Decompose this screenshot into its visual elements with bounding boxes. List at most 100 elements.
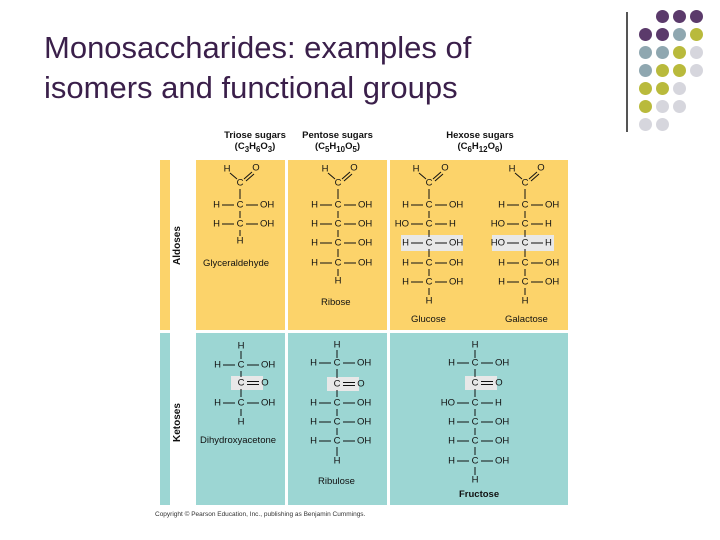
- decorative-dot: [639, 64, 652, 77]
- glyceraldehyde-ch-bond: [229, 172, 238, 180]
- dihydroxyacetone-c3-left-group: H: [214, 398, 221, 409]
- triose-header: Triose sugars (C3H6O3): [200, 130, 310, 155]
- glucose-c2-carbon: C: [426, 200, 433, 211]
- fructose-c3-carbon: C: [472, 398, 479, 409]
- ribulose-c4-left-group: H: [310, 417, 317, 428]
- ribulose-c5-carbon: C: [334, 436, 341, 447]
- dihydroxyacetone-c3-right-group: OH: [261, 398, 275, 409]
- galactose-aldehyde-o: O: [537, 163, 544, 174]
- ribulose-top-h: H: [334, 340, 341, 351]
- ribulose-c5-right-group: OH: [357, 436, 371, 447]
- ribose-c2-right-group: OH: [358, 200, 372, 211]
- ribose-c2-left-group: H: [311, 200, 318, 211]
- slide-title: Monosaccharides: examples of isomers and…: [44, 28, 604, 108]
- ribose-ch-bond: [327, 172, 336, 180]
- ribulose-c3-carbon: C: [334, 398, 341, 409]
- glucose-highlight: [401, 235, 463, 251]
- decorative-dot: [690, 46, 703, 59]
- decorative-dot: [656, 82, 669, 95]
- galactose-c2-left-group: H: [498, 200, 505, 211]
- glyceraldehyde-c3-right-group: OH: [260, 219, 274, 230]
- fructose-carbonyl-c: C: [472, 378, 479, 389]
- ribulose-c1-right-group: OH: [357, 358, 371, 369]
- decorative-dot: [656, 118, 669, 131]
- ribose-aldehyde-c: C: [335, 178, 342, 189]
- galactose-c3-carbon: C: [522, 219, 529, 230]
- ribose-aldehyde-h: H: [322, 164, 329, 175]
- dihydroxyacetone-c3-carbon: C: [238, 398, 245, 409]
- galactose-c6-carbon: C: [522, 277, 529, 288]
- ribose-co-bond-2: [343, 173, 353, 182]
- ribose-c5-carbon: C: [335, 258, 342, 269]
- glyceraldehyde-co-bond-1: [243, 171, 253, 180]
- dihydroxyacetone-carbonyl-o: O: [261, 378, 268, 389]
- fructose-carbonyl-highlight: [465, 376, 497, 390]
- fructose-c3-right-group: H: [495, 398, 502, 409]
- glucose-c6-right-group: OH: [449, 277, 463, 288]
- triose-header-title: Triose sugars: [224, 130, 286, 141]
- hexose-header: Hexose sugars (C6H12O6): [410, 130, 550, 155]
- ribulose-carbonyl-o: O: [357, 379, 364, 390]
- galactose-ch-bond: [514, 172, 523, 180]
- glucose-c3-right-group: H: [449, 219, 456, 230]
- name-glyceraldehyde: Glyceraldehyde: [203, 258, 270, 269]
- ribulose-terminal-h: H: [334, 456, 341, 467]
- panel-fructose: [390, 333, 568, 505]
- glucose-c5-right-group: OH: [449, 258, 463, 269]
- ribose-c3-left-group: H: [311, 219, 318, 230]
- panel-glyceraldehyde: [196, 160, 285, 330]
- name-galactose: Galactose: [505, 314, 548, 325]
- ribose-c4-left-group: H: [311, 238, 318, 249]
- glucose-c6-left-group: H: [402, 277, 409, 288]
- fructose-c4-carbon: C: [472, 417, 479, 428]
- fructose-c5-right-group: OH: [495, 436, 509, 447]
- ribulose-c3-right-group: OH: [357, 398, 371, 409]
- ribulose-c4-right-group: OH: [357, 417, 371, 428]
- fructose-c1-carbon: C: [472, 358, 479, 369]
- title-line-2: isomers and functional groups: [44, 70, 458, 105]
- glucose-c3-carbon: C: [426, 219, 433, 230]
- fructose-top-h: H: [472, 340, 479, 351]
- glyceraldehyde-c3-left-group: H: [213, 219, 220, 230]
- fructose-carbonyl-o: O: [495, 378, 502, 389]
- galactose-c4-right-group: H: [545, 238, 552, 249]
- galactose-c3-right-group: H: [545, 219, 552, 230]
- galactose-c3-left-group: HO: [491, 219, 505, 230]
- galactose-c5-left-group: H: [498, 258, 505, 269]
- ribose-c5-right-group: OH: [358, 258, 372, 269]
- decorative-dot: [639, 46, 652, 59]
- decorative-dot: [690, 28, 703, 41]
- glucose-aldehyde-c: C: [426, 178, 433, 189]
- fructose-c6-carbon: C: [472, 456, 479, 467]
- ribulose-c5-left-group: H: [310, 436, 317, 447]
- dihydroxyacetone-carbonyl-c: C: [238, 378, 245, 389]
- decorative-dot: [673, 28, 686, 41]
- vertical-divider: [626, 12, 628, 132]
- decorative-dot: [673, 82, 686, 95]
- decorative-dot: [639, 28, 652, 41]
- glyceraldehyde-aldehyde-c: C: [237, 178, 244, 189]
- dihydroxyacetone-carbonyl-highlight: [231, 376, 263, 390]
- fructose-c4-right-group: OH: [495, 417, 509, 428]
- galactose-co-bond-2: [530, 173, 540, 182]
- fructose-c5-left-group: H: [448, 436, 455, 447]
- glucose-c6-carbon: C: [426, 277, 433, 288]
- glucose-ch-bond: [418, 172, 427, 180]
- name-dihydroxyacetone: Dihydroxyacetone: [200, 435, 277, 446]
- glucose-c4-left-group: H: [402, 238, 409, 249]
- ribose-c5-left-group: H: [311, 258, 318, 269]
- decorative-dot: [656, 64, 669, 77]
- glyceraldehyde-aldehyde-h: H: [224, 164, 231, 175]
- ribulose-c1-carbon: C: [334, 358, 341, 369]
- name-fructose: Fructose: [459, 489, 500, 500]
- decorative-dot: [673, 46, 686, 59]
- glucose-terminal-h: H: [426, 296, 433, 307]
- fructose-c6-left-group: H: [448, 456, 455, 467]
- dihydroxyacetone-terminal-h: H: [238, 417, 245, 428]
- galactose-co-bond-1: [528, 171, 538, 180]
- galactose-c6-left-group: H: [498, 277, 505, 288]
- decorative-dot: [656, 100, 669, 113]
- galactose-aldehyde-h: H: [509, 164, 516, 175]
- ribose-c4-carbon: C: [335, 238, 342, 249]
- decorative-dot: [673, 100, 686, 113]
